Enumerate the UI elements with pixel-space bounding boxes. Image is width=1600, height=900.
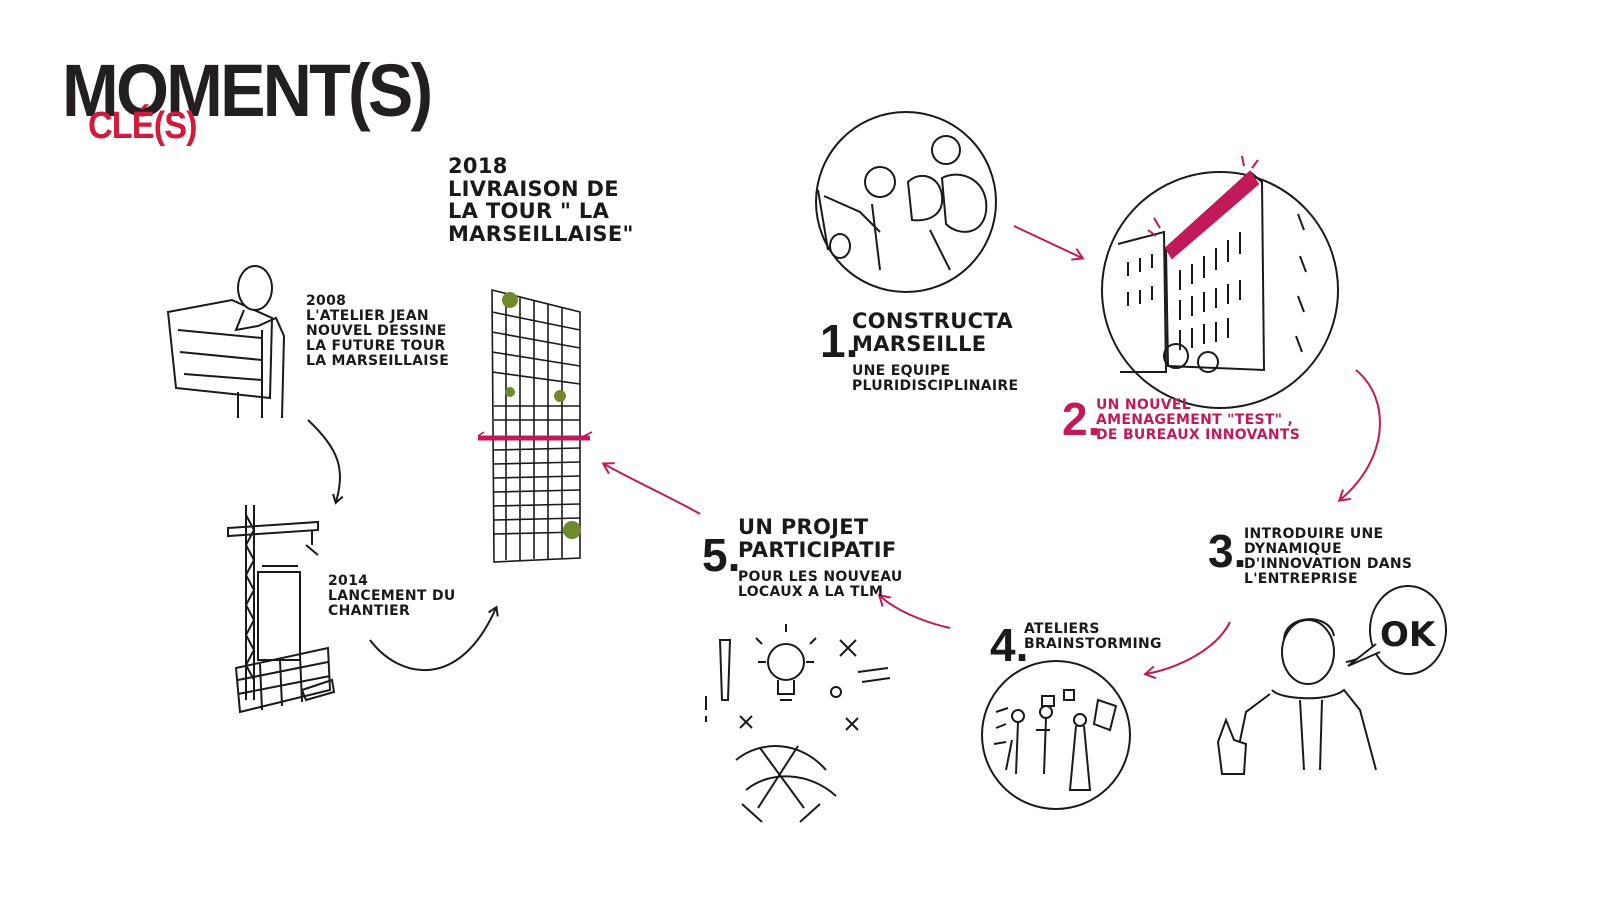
step5-sub-line2: LOCAUX A LA TLM <box>738 584 884 601</box>
timeline-2008: 2008 L'ATELIER JEAN NOUVEL DESSINE LA FU… <box>306 293 450 370</box>
step3-line1: INTRODUIRE UNE <box>1244 526 1384 542</box>
team-portrait-icon <box>815 111 997 293</box>
tower-marseillaise-icon <box>477 288 593 563</box>
step1-subtitle: UNE EQUIPE PLURIDISCIPLINAIRE <box>852 363 1019 395</box>
timeline-2018: 2018 LIVRAISON DE LA TOUR " LA MARSEILLA… <box>448 155 634 246</box>
timeline-2014: 2014 LANCEMENT DU CHANTIER <box>328 573 456 620</box>
text-2008-line3: LA FUTURE TOUR <box>306 338 446 355</box>
arrow-step2-to-step3 <box>1337 369 1381 502</box>
arrow-step3-to-step4 <box>1143 621 1231 680</box>
arrow-step1-to-step2 <box>1013 225 1085 261</box>
page-title: MOMENT(S) <box>62 49 433 132</box>
step2-line3: DE BUREAUX INNOVANTS <box>1096 427 1301 444</box>
step1-number: 1. <box>820 315 859 367</box>
year-2008-label: 2008 <box>306 293 347 309</box>
step2-line1: UN NOUVEL <box>1096 397 1191 413</box>
ok-bubble-text: OK <box>1380 615 1437 655</box>
architect-icon <box>166 265 286 419</box>
crane-construction-icon <box>227 505 336 714</box>
arrow-step4-to-step5 <box>877 594 951 629</box>
step5-number: 5. <box>702 529 741 581</box>
step5-title-line2: PARTICIPATIF <box>738 537 897 562</box>
step1-title: CONSTRUCTA MARSEILLE <box>852 310 1013 355</box>
step3-number: 3. <box>1208 525 1247 577</box>
step1-title-line1: CONSTRUCTA <box>852 309 1013 333</box>
step2-line2: AMENAGEMENT "TEST" , <box>1096 412 1294 429</box>
step3-line2: DYNAMIQUE <box>1244 541 1342 558</box>
text-2018-line1: LIVRAISON DE <box>448 176 619 201</box>
text-2014-line2: CHANTIER <box>328 603 411 620</box>
brainstorming-icon <box>981 660 1131 810</box>
text-2008-line1: L'ATELIER JEAN <box>306 308 429 325</box>
office-building-icon <box>1101 155 1339 409</box>
step2-number: 2. <box>1062 393 1101 445</box>
text-2008-line2: NOUVEL DESSINE <box>306 323 447 340</box>
arrow-2014-to-2018 <box>369 605 499 672</box>
year-2018-label: 2018 <box>448 154 508 178</box>
step3-line3: D'INNOVATION DANS <box>1244 556 1413 573</box>
step1-sub-line2: PLURIDISCIPLINAIRE <box>852 378 1019 395</box>
arrow-step5-to-tower <box>601 462 701 515</box>
step5-subtitle: POUR LES NOUVEAU LOCAUX A LA TLM <box>738 569 903 601</box>
step4-text: ATELIERS BRAINSTORMING <box>1024 621 1162 653</box>
step4-line1: ATELIERS <box>1024 621 1100 637</box>
text-2018-line3: MARSEILLAISE" <box>448 222 634 247</box>
year-2014-label: 2014 <box>328 573 369 589</box>
handshake-lightbulb-icon <box>705 624 891 823</box>
step1-title-line2: MARSEILLE <box>852 331 987 356</box>
step5-title: UN PROJET PARTICIPATIF <box>738 516 896 561</box>
text-2018-line2: LA TOUR " LA <box>448 199 610 224</box>
step3-line4: L'ENTREPRISE <box>1244 571 1358 588</box>
arrow-2008-to-2014 <box>307 419 344 505</box>
text-2014-line1: LANCEMENT DU <box>328 588 456 605</box>
step1-sub-line1: UNE EQUIPE <box>852 363 951 379</box>
step4-line2: BRAINSTORMING <box>1024 636 1162 653</box>
text-2008-line4: LA MARSEILLAISE <box>306 353 450 370</box>
step2-text: UN NOUVEL AMENAGEMENT "TEST" , DE BUREAU… <box>1096 397 1301 444</box>
page-subtitle: CLÉ(S) <box>88 105 197 147</box>
step3-text: INTRODUIRE UNE DYNAMIQUE D'INNOVATION DA… <box>1244 526 1413 588</box>
step5-sub-line1: POUR LES NOUVEAU <box>738 569 903 585</box>
thumbs-up-man-icon <box>1216 585 1447 775</box>
step5-title-line1: UN PROJET <box>738 515 869 539</box>
step4-number: 4. <box>990 619 1029 671</box>
